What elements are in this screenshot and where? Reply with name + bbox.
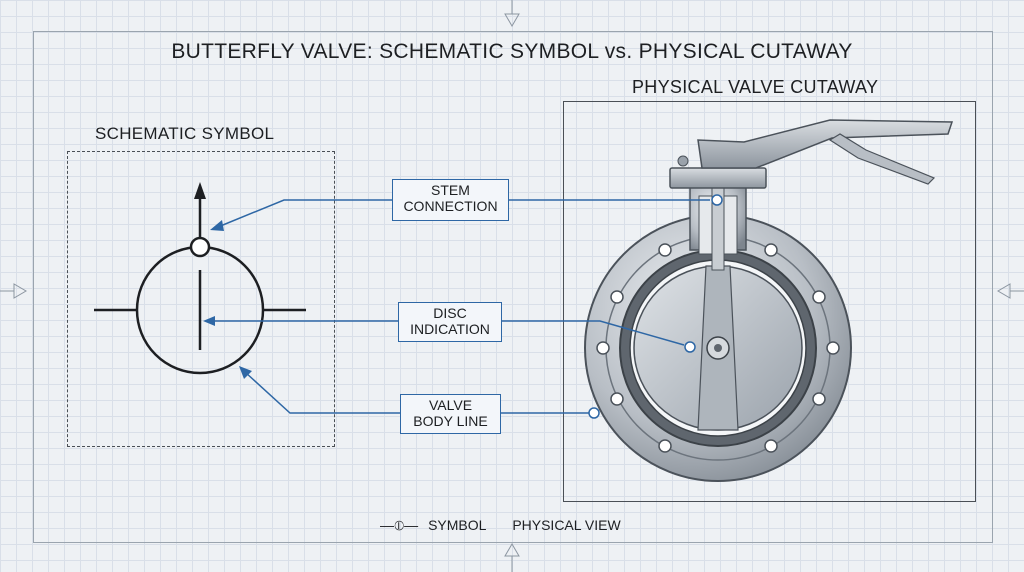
valve-body-line-callout: VALVE BODY LINE [400,394,501,434]
body-target-dot [588,407,600,419]
body-callout-line1: VALVE [428,397,473,413]
stem-arrow-icon [194,182,206,199]
physical-box [563,101,976,502]
body-leader-left [244,371,400,414]
physical-title: PHYSICAL VALVE CUTAWAY [632,77,879,97]
schematic-title: SCHEMATIC SYMBOL [95,124,275,143]
disc-callout-line1: DISC [433,305,467,321]
body-arrowhead-icon [239,366,252,379]
stem-target-dot [711,194,723,206]
disc-indication-callout: DISC INDICATION [398,302,502,342]
page-title: BUTTERFLY VALVE: SCHEMATIC SYMBOL vs. PH… [171,40,853,63]
body-callout-line2: BODY LINE [413,413,488,429]
legend: —⦶— SYMBOL PHYSICAL VIEW [380,517,621,534]
bolt-holes [596,243,840,453]
handle-trigger [828,133,936,185]
schematic-box [67,151,335,447]
handle-lever [697,119,954,169]
stem-callout-line1: STEM [431,182,470,198]
legend-physical-label: PHYSICAL VIEW [512,517,621,533]
disc-leader-right [502,320,685,346]
drawing-frame [33,31,993,543]
stem-arrowhead-icon [210,220,224,231]
disc-arrowhead-icon [203,316,215,326]
stem-leader-left [217,199,392,228]
stem-connection-circle [189,236,211,258]
disc-target-dot [684,341,696,353]
stem-callout-line2: CONNECTION [403,198,498,214]
stem-connection-callout: STEM CONNECTION [392,179,509,221]
legend-symbol-icon: —⦶— [380,517,419,533]
legend-symbol-label: SYMBOL [428,517,487,533]
disc-callout-line2: INDICATION [410,321,490,337]
